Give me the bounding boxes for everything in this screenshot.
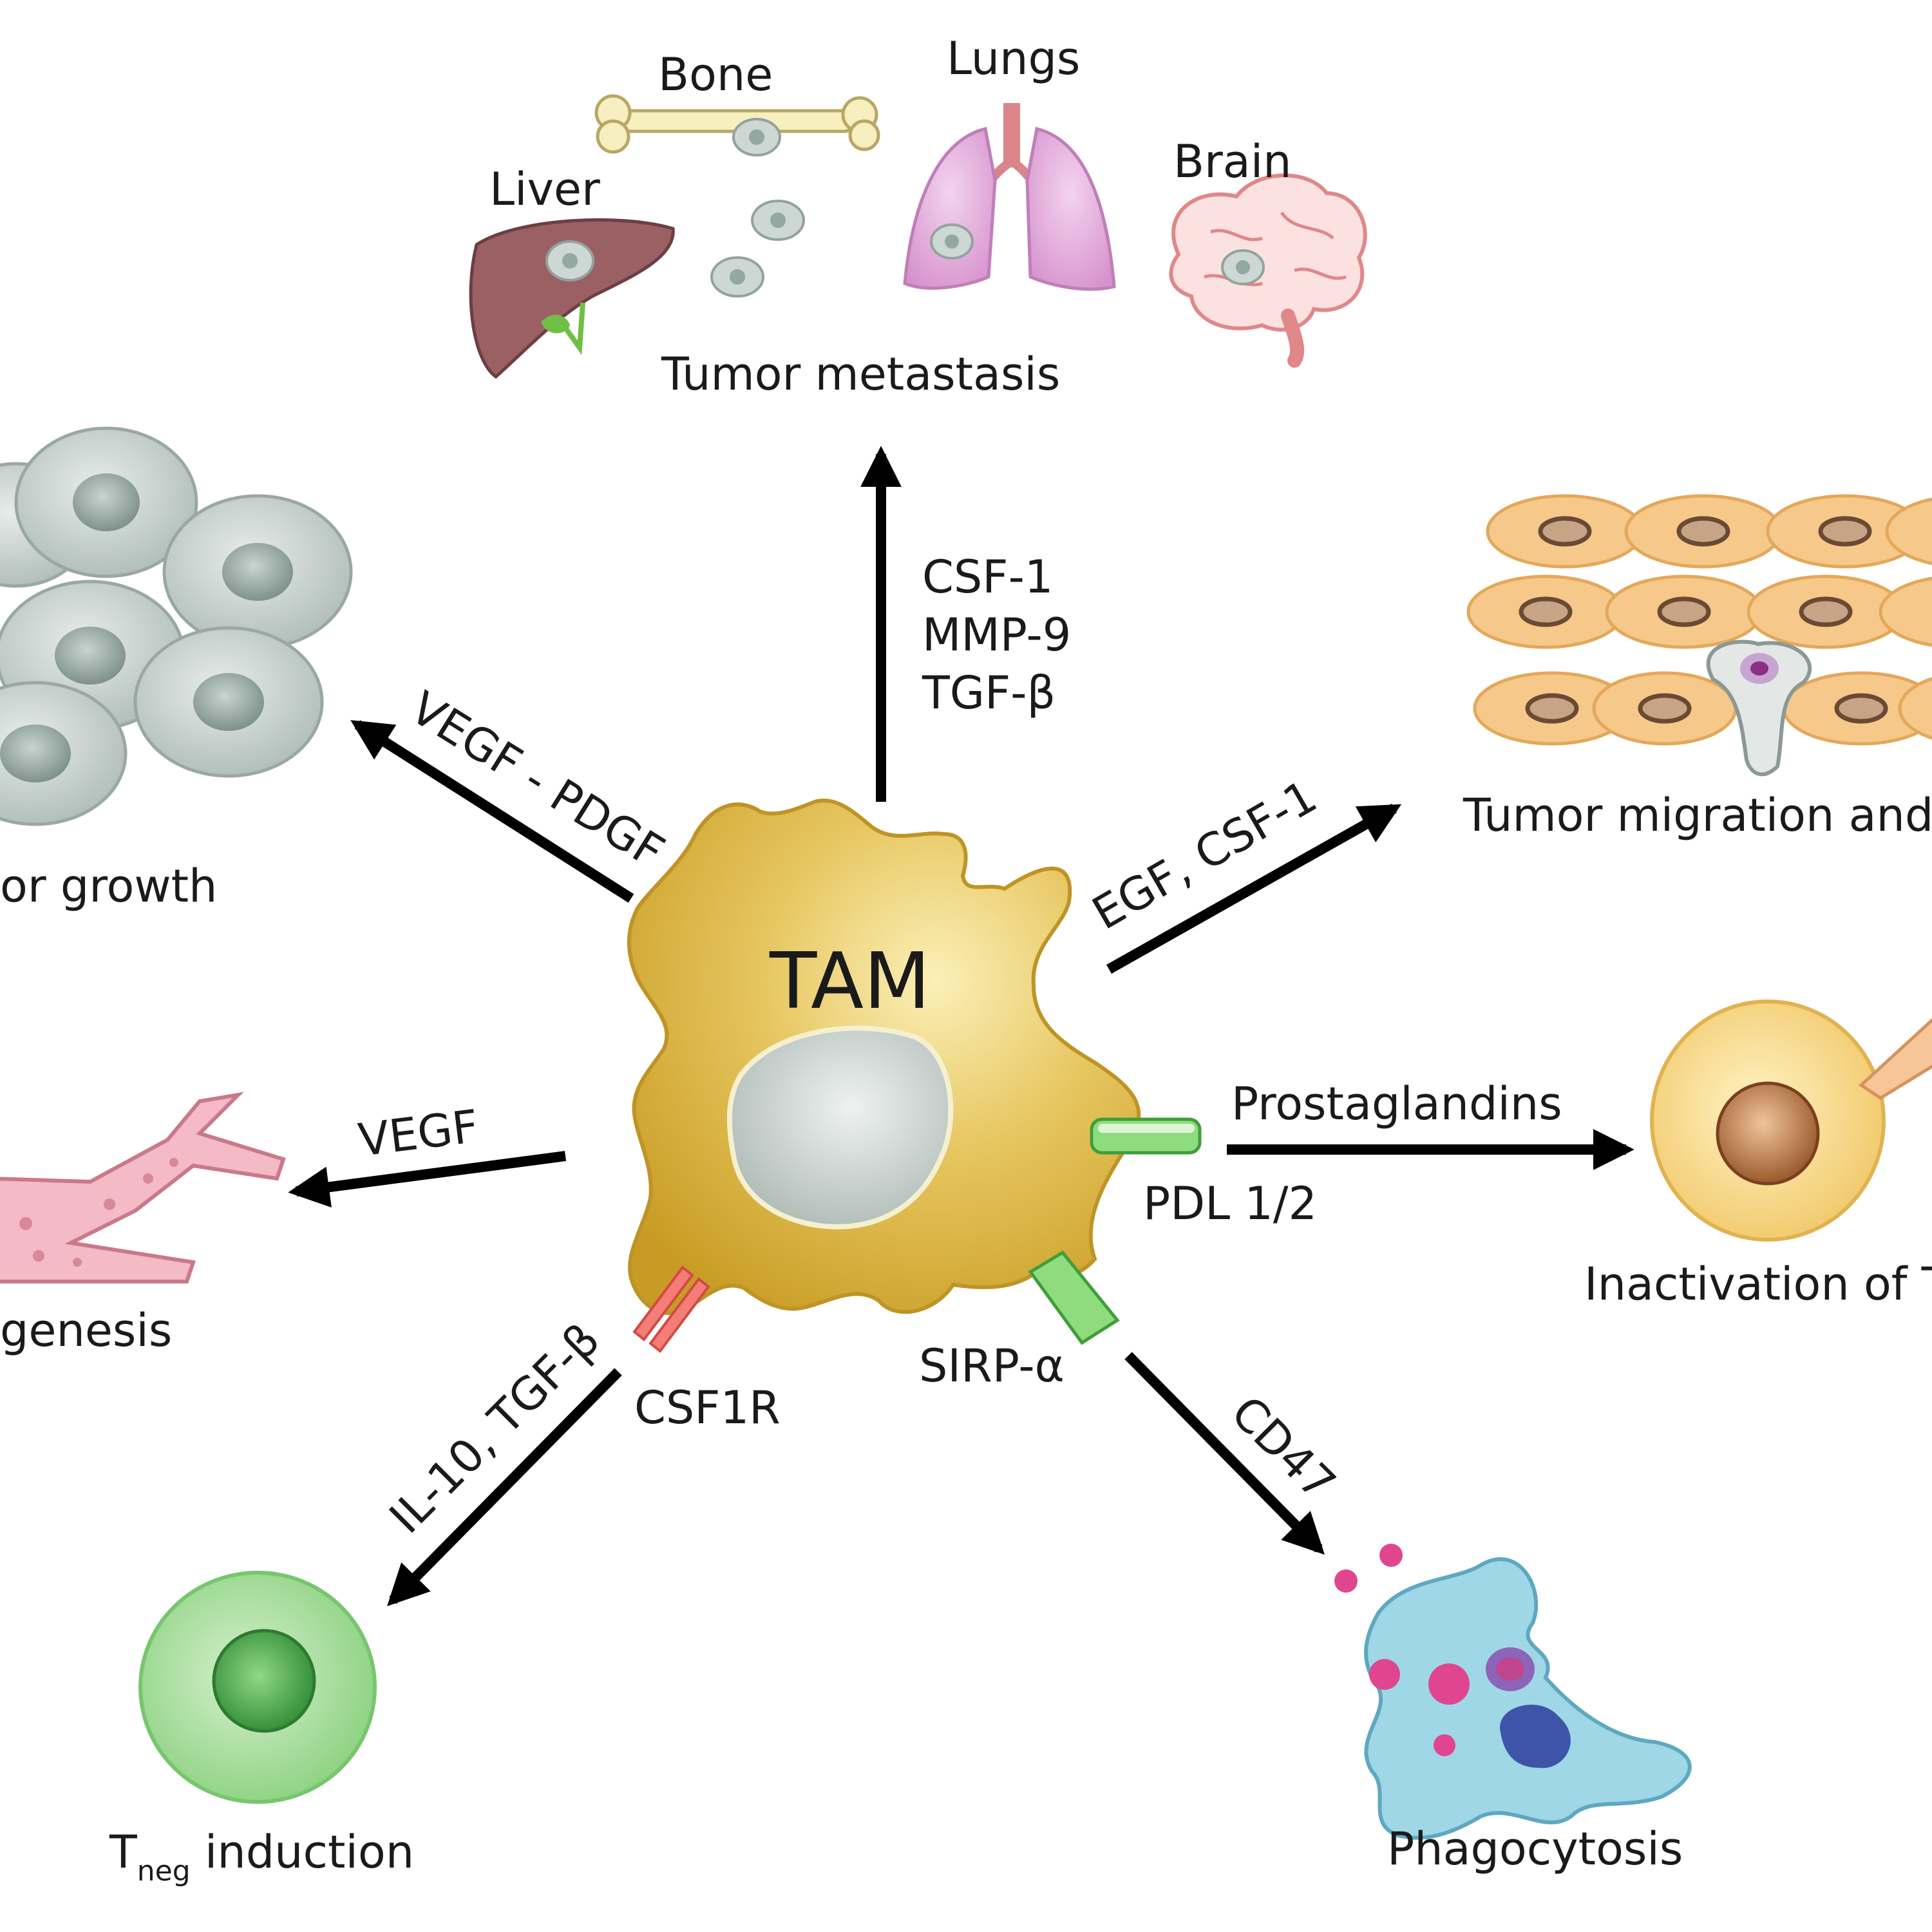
liver-label: Liver xyxy=(489,163,600,216)
floating-tumor-cells xyxy=(710,200,805,298)
signal-up-1: CSF-1 xyxy=(922,551,1053,603)
tam-nucleus xyxy=(726,1025,954,1230)
treg-title-main: T xyxy=(109,1826,137,1879)
treg-title: Tneg induction xyxy=(109,1826,414,1888)
signal-up-3: TGF-β xyxy=(922,667,1056,719)
lungs-icon xyxy=(903,103,1116,291)
tam-label: TAM xyxy=(769,937,931,1027)
bone-label: Bone xyxy=(658,48,773,101)
sirp-label: SIRP-α xyxy=(919,1340,1065,1392)
signal-angiogenesis: VEGF xyxy=(355,1100,481,1167)
arrow-migration xyxy=(1106,804,1402,974)
tam-cell: TAM xyxy=(627,799,1141,1315)
signal-up-2: MMP-9 xyxy=(922,609,1071,661)
sirp-receptor-icon xyxy=(1028,1250,1120,1345)
treg-cell-icon xyxy=(138,1571,377,1804)
arrow-angiogenesis xyxy=(288,1151,567,1208)
t-cell-icon xyxy=(1650,999,1932,1242)
signal-phagocytosis: CD47 xyxy=(1221,1386,1346,1511)
lungs-label: Lungs xyxy=(947,32,1080,85)
arrow-growth xyxy=(350,720,634,903)
brain-label: Brain xyxy=(1173,135,1292,188)
pdl-receptor-icon xyxy=(1090,1117,1202,1155)
signal-treg: IL-10, TGF-β xyxy=(379,1313,610,1544)
csf1r-receptor-icon xyxy=(632,1265,710,1353)
blood-vessel-icon xyxy=(0,1092,286,1283)
bone-icon xyxy=(594,94,880,156)
pdl-label: PDL 1/2 xyxy=(1143,1177,1317,1230)
brain-icon xyxy=(1169,173,1367,368)
arrows xyxy=(288,446,1634,1607)
arrow-phagocytosis xyxy=(1124,1352,1325,1555)
migration-cells xyxy=(1466,494,1932,777)
liver-icon xyxy=(469,218,675,379)
metastasis-group: Bone Lungs Liver xyxy=(469,32,1367,401)
phagocyte-icon xyxy=(1334,1544,1692,1840)
inactivation-title: Inactivation of T xyxy=(1584,1258,1932,1311)
treg-title-sub: neg xyxy=(137,1855,191,1888)
arrow-treg xyxy=(387,1368,622,1607)
tumor-growth-cells xyxy=(0,426,353,826)
phagocytosis-title: Phagocytosis xyxy=(1387,1823,1683,1875)
signal-inactivation: Prostaglandins xyxy=(1231,1077,1562,1130)
treg-title-rest: induction xyxy=(191,1826,414,1879)
angiogenesis-title: genesis xyxy=(0,1304,172,1357)
csf1r-label: CSF1R xyxy=(634,1381,781,1434)
metastasis-title: Tumor metastasis xyxy=(661,348,1060,401)
migration-title: Tumor migration and xyxy=(1463,789,1932,842)
tumor-growth-title: or growth xyxy=(0,860,217,913)
